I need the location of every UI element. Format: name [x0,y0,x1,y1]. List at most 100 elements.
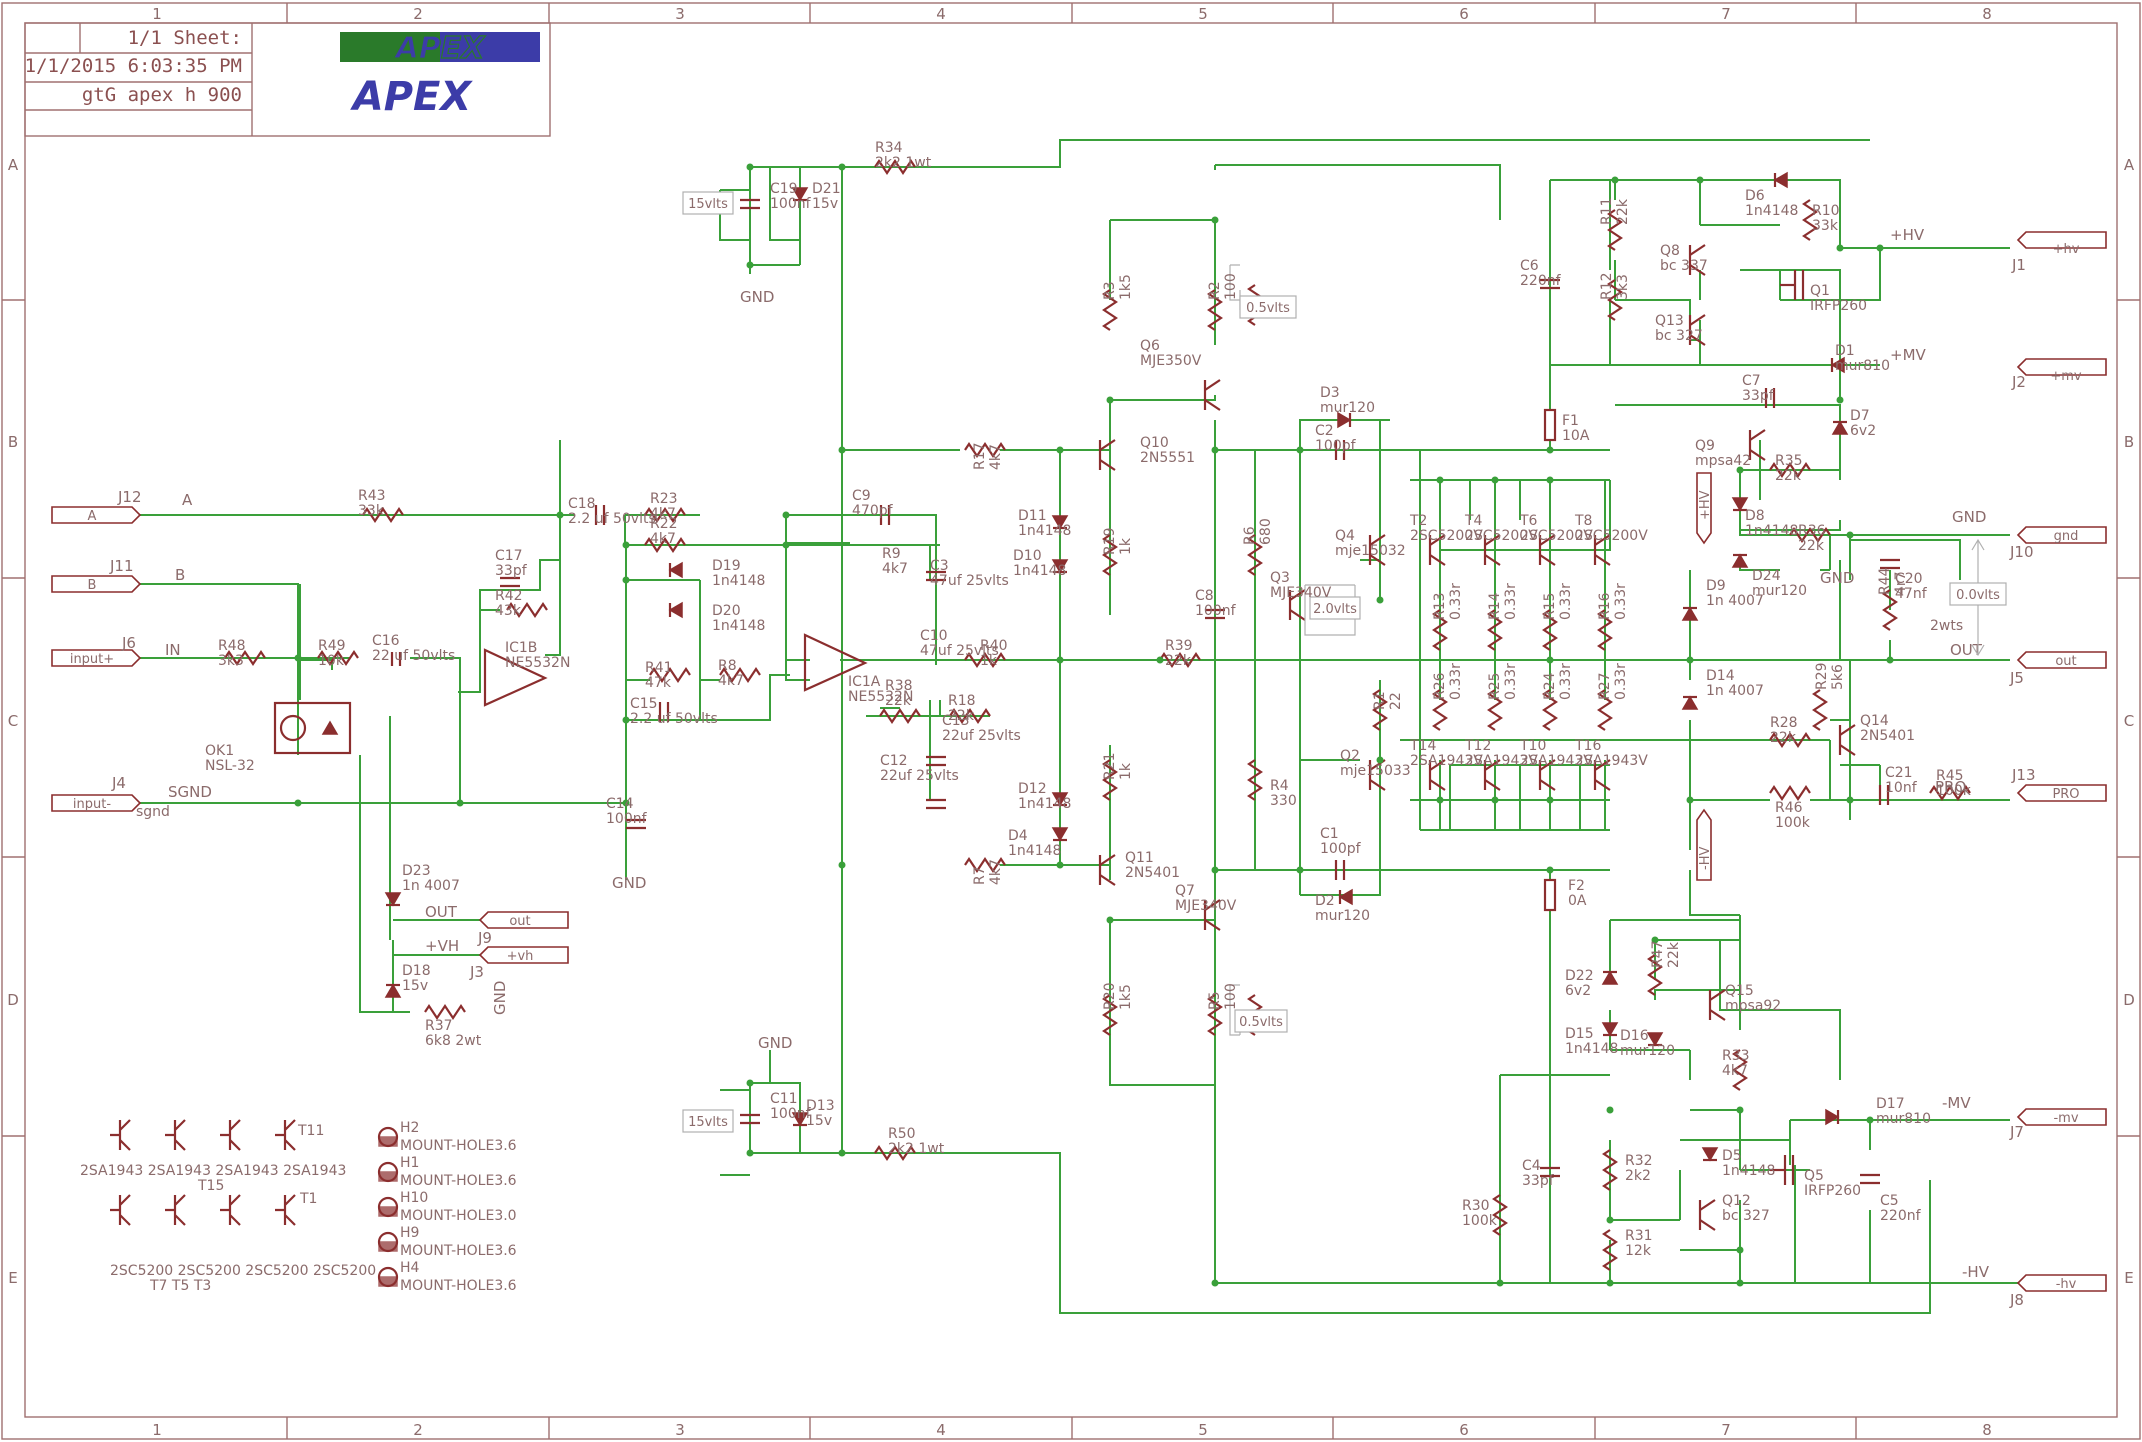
component-ref: R27 [1597,672,1613,700]
component-ref: R25 [1487,672,1503,700]
row-label: D [2123,991,2135,1009]
col-label: 8 [1982,5,1992,23]
component-ref: D12 [1018,781,1047,797]
junction-dot [838,1149,846,1157]
component-value: bc 327 [1655,328,1703,344]
component-value: 22k [1165,653,1192,669]
component-value: 0A [1568,893,1587,909]
transistor-q12 [1698,1199,1716,1231]
component-ref: R11 [1599,197,1615,225]
component-value: 1n 4007 [1706,593,1764,609]
component-ref: Q15 [1725,983,1754,999]
component-ref: Q9 [1695,438,1715,454]
component-value: 0.33r [1503,583,1519,620]
connector-j7: -mv J7 [2009,1108,2107,1141]
connector-j4: input- J4 SGND sgnd [51,774,212,820]
component-ref: C1 [1320,826,1339,842]
component-value: 12k [1625,1243,1652,1259]
connectors: A J12 A B J11 B input+ J6 IN input- J4 S… [51,231,2107,1309]
spare-label: 2SC5200 2SC5200 2SC5200 2SC5200 [110,1263,376,1279]
component-value: 1n4148 [1745,203,1798,219]
component-value: 1n4148 [1722,1163,1775,1179]
connector-ref: J8 [2009,1291,2024,1309]
connector-j3: +vh J9 J3 [469,929,569,981]
col-label: 6 [1459,1421,1469,1439]
hole-value: MOUNT-HOLE3.6 [400,1243,517,1259]
junction-dot [1686,796,1694,804]
component-ref: C12 [880,753,908,769]
col-label: 1 [152,1421,162,1439]
component-ref: F1 [1562,413,1579,429]
voltage-notes: 15vlts 15vlts 0.5vlts 0.5vlts 2.0vlts 0.… [682,191,2007,1133]
net-label: OUT [425,903,458,921]
component-ref: Q13 [1655,313,1684,329]
connector-label: out [509,914,530,929]
component-ref: R10 [1812,203,1840,219]
spare-label: 2SA1943 2SA1943 2SA1943 2SA1943 [80,1163,346,1179]
rail-tag: -HV [1698,847,1713,870]
junction-dot [1296,866,1304,874]
component-value: 1k5 [1118,274,1134,300]
row-label: B [8,433,18,451]
col-label: 3 [675,1421,685,1439]
col-label: 5 [1198,5,1208,23]
junction-dot [1156,656,1164,664]
component-value: 22 [1388,692,1404,710]
junction-dot [1546,796,1554,804]
junction-dot [1436,796,1444,804]
component-ref: R7 [972,866,988,885]
hole-ref: H2 [400,1120,419,1136]
component-ref: D11 [1018,508,1047,524]
hole-value: MOUNT-HOLE3.6 [400,1138,517,1154]
hole-value: MOUNT-HOLE3.6 [400,1278,517,1294]
junction-dot [838,163,846,171]
spare-label: T1 [299,1191,317,1207]
connector-label: B [88,578,97,593]
component-value: 330 [1270,793,1297,809]
component-value: 0.33r [1448,583,1464,620]
junction-dot [622,716,630,724]
junction-dot [1496,1279,1504,1287]
junction-dot [1211,866,1219,874]
junction-dot [1546,446,1554,454]
component-ref: R28 [1770,715,1798,731]
component-value: 6v2 [1850,423,1876,439]
component-value: 1k [1118,537,1134,555]
connector-ref: J11 [109,557,134,575]
row-label: B [2124,433,2134,451]
component-value: 47nf [1895,586,1928,602]
component-ref: Q3 [1270,570,1290,586]
component-ref: R45 [1936,768,1964,784]
connector-label: out [2055,654,2076,669]
row-label: E [2124,1269,2133,1287]
component-value: MJE340V [1175,898,1237,914]
component-value: 1n4148 [712,573,765,589]
voltage-note: 0.5vlts [1239,1015,1283,1030]
net-label: IN [165,641,181,659]
component-value: bc 337 [1660,258,1708,274]
power-note: 2wts [1930,618,1963,634]
component-ref: D9 [1706,578,1726,594]
component-ref: R8 [718,658,737,674]
net-label: OUT [1950,641,1983,659]
component-ref: T12 [1464,738,1491,754]
component-value: 10k [318,653,345,669]
connector-ref: J6 [121,634,136,652]
component-value: MJE350V [1140,353,1202,369]
spare-parts: 2SA1943 2SA1943 2SA1943 2SA1943 T15 T11 … [80,1119,517,1294]
component-value: 2SC5200V [1520,528,1593,544]
junction-dot [1211,446,1219,454]
net-label: +VH [425,937,459,955]
net-label: GND [1820,569,1854,587]
component-value: 15v [806,1113,832,1129]
component-value: 47k [645,675,672,691]
component-ref: R35 [1775,453,1803,469]
connector-label: gnd [2054,529,2079,544]
component-value: 6k8 2wt [425,1033,482,1049]
component-ref: Q1 [1810,283,1830,299]
component-ref: D23 [402,863,431,879]
component-ref: D20 [712,603,741,619]
component-ref: R49 [318,638,346,654]
junction-dot [622,799,630,807]
